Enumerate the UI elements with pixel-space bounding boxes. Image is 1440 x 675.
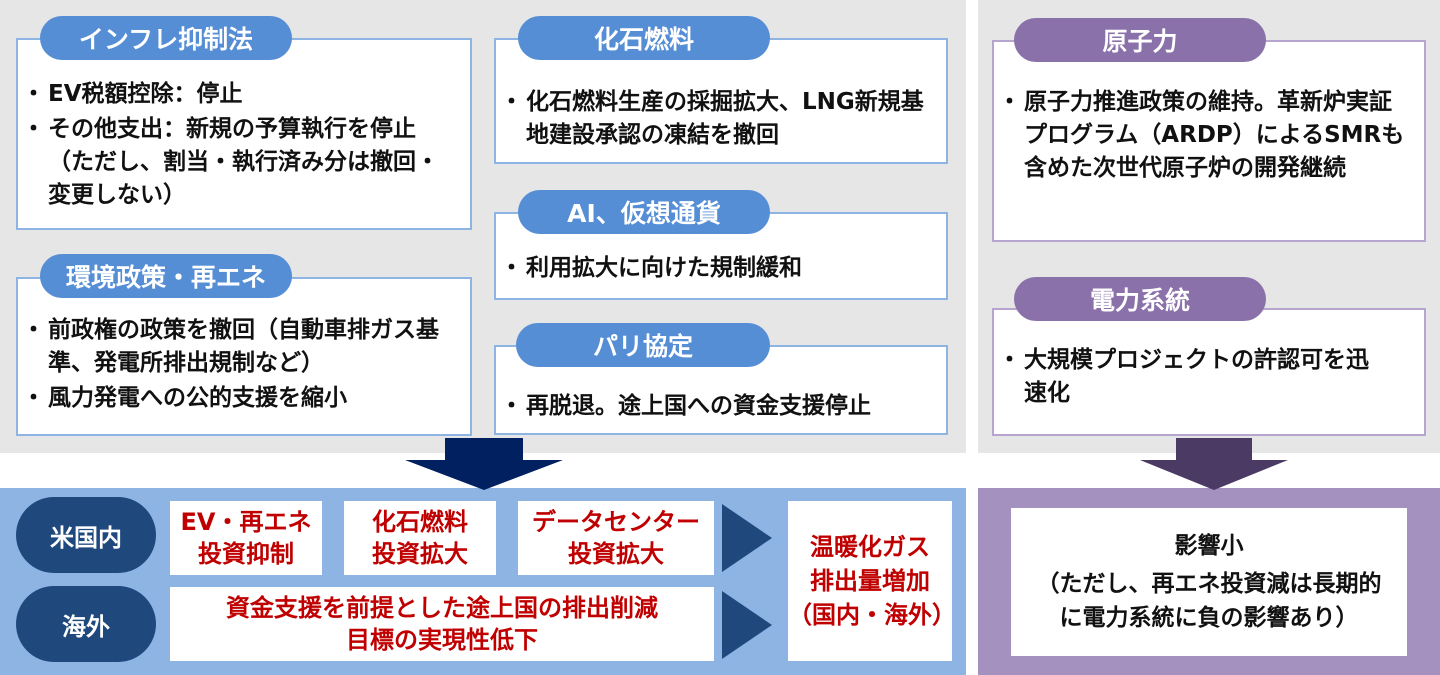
bullet: EV税額控除：停止 [22,78,460,111]
effect-line: 化石燃料 [372,508,468,536]
card-environment-title: 環境政策・再エネ [40,254,292,298]
bullet: 再脱退。途上国への資金支援停止 [500,390,938,423]
card-grid-bullets: 大規模プロジェクトの許認可を迅速化 [998,344,1386,410]
card-ira-bullets: EV税額控除：停止 その他支出：新規の予算執行を停止（ただし、割当・執行済み分は… [22,78,460,212]
effect-line: EV・再エネ [180,508,312,536]
effect-datacenter: データセンター 投資拡大 [518,501,714,575]
down-arrow-icon [405,438,563,490]
bullet: 風力発電への公的支援を縮小 [22,382,470,415]
impact-line: （ただし、再エネ投資減は長期的 [1036,571,1382,597]
effect-overseas: 資金支援を前提とした途上国の排出削減 目標の実現性低下 [170,587,714,661]
impact-title: 影響小 [1174,533,1244,559]
card-ira-title: インフレ抑制法 [40,16,292,60]
effect-line: 資金支援を前提とした途上国の排出削減 [226,594,658,622]
down-arrow-icon [1140,438,1288,490]
card-grid-title: 電力系統 [1014,277,1266,321]
effect-result: 温暖化ガス 排出量増加 （国内・海外） [788,501,956,661]
result-line: 温暖化ガス [810,533,930,561]
impact-line: に電力系統に負の影響あり） [1059,605,1359,631]
bullet: 利用拡大に向けた規制緩和 [500,252,928,285]
impact-box: 影響小 （ただし、再エネ投資減は長期的 に電力系統に負の影響あり） [1011,508,1407,656]
card-fossil-bullets: 化石燃料生産の採掘拡大、LNG新規基地建設承認の凍結を撤回 [500,86,928,152]
bullet: 大規模プロジェクトの許認可を迅速化 [998,344,1386,410]
card-paris-bullets: 再脱退。途上国への資金支援停止 [500,390,938,423]
bullet: 化石燃料生産の採掘拡大、LNG新規基地建設承認の凍結を撤回 [500,86,928,152]
effect-line: 目標の実現性低下 [346,626,538,654]
effect-line: データセンター [532,508,700,536]
card-nuclear-title: 原子力 [1014,18,1266,62]
bullet: 原子力推進政策の維持。革新炉実証プログラム（ARDP）によるSMRも含めた次世代… [998,86,1406,185]
effect-fossil: 化石燃料 投資拡大 [344,501,496,575]
right-arrow-icon [722,591,772,659]
effect-line: 投資拡大 [568,540,664,568]
card-paris-title: パリ協定 [516,323,770,367]
card-nuclear-bullets: 原子力推進政策の維持。革新炉実証プログラム（ARDP）によるSMRも含めた次世代… [998,86,1406,185]
effect-ev-renewables: EV・再エネ 投資抑制 [170,501,322,575]
right-arrow-icon [722,504,772,572]
card-environment-bullets: 前政権の政策を撤回（自動車排ガス基準、発電所排出規制など） 風力発電への公的支援… [22,314,470,415]
result-line: 排出量増加 [810,567,930,595]
card-ai-crypto-title: AI、仮想通貨 [518,190,770,234]
effect-line: 投資拡大 [372,540,468,568]
bullet: 前政権の政策を撤回（自動車排ガス基準、発電所排出規制など） [22,314,470,380]
region-overseas-label: 海外 [16,586,156,662]
result-line: （国内・海外） [788,601,956,629]
card-fossil-title: 化石燃料 [518,16,770,60]
effect-line: 投資抑制 [198,540,294,568]
region-domestic-label: 米国内 [16,497,156,573]
bullet: その他支出：新規の予算執行を停止（ただし、割当・執行済み分は撤回・変更しない） [22,113,450,212]
card-ai-crypto-bullets: 利用拡大に向けた規制緩和 [500,252,928,285]
